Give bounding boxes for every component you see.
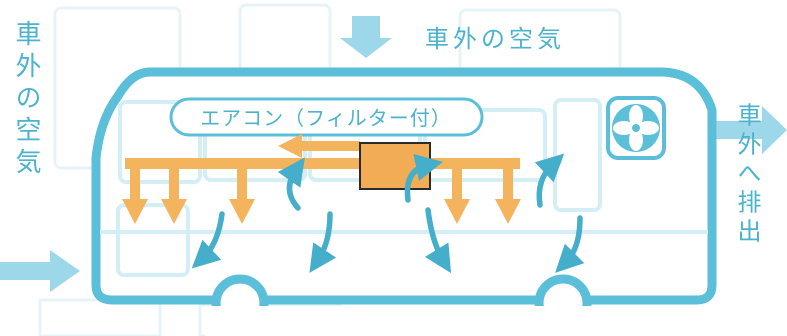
air-circulation-arrows <box>191 153 585 274</box>
right-exhaust-arrow-icon <box>712 106 787 154</box>
airflow-arrow-icon <box>424 207 452 274</box>
airflow-arrow-icon <box>404 154 444 203</box>
ac-airflow-main-bar <box>125 158 520 169</box>
left-intake-label: 車外の空気 <box>11 20 41 180</box>
wheel-cover <box>205 306 605 336</box>
ac-label-pill <box>169 97 484 137</box>
ac-outlet-arrow-icon <box>444 199 470 224</box>
airflow-arrow-icon <box>277 157 305 211</box>
airflow-arrow-icon <box>534 153 565 208</box>
airflow-arrow-icon <box>309 211 337 273</box>
right-exhaust-label: 車外へ排出 <box>733 103 761 248</box>
ac-airflow <box>122 134 521 224</box>
ac-outlet-arrow-icon <box>161 199 187 224</box>
ac-airflow-left-arrow-icon <box>278 134 360 158</box>
ac-outlet-arrow-icon <box>495 199 521 224</box>
airflow-arrow-icon <box>555 215 585 273</box>
fan-icon <box>606 96 666 160</box>
ac-outlet-arrow-icon <box>229 199 255 224</box>
ac-unit-label: エアコン（フィルター付） <box>200 106 452 130</box>
top-intake-arrow-icon <box>340 16 392 58</box>
ac-outlet-arrow-icon <box>122 199 148 224</box>
airflow-arrow-icon <box>191 211 225 269</box>
left-intake-arrow-icon <box>0 250 80 292</box>
top-intake-label: 車外の空気 <box>425 25 565 53</box>
